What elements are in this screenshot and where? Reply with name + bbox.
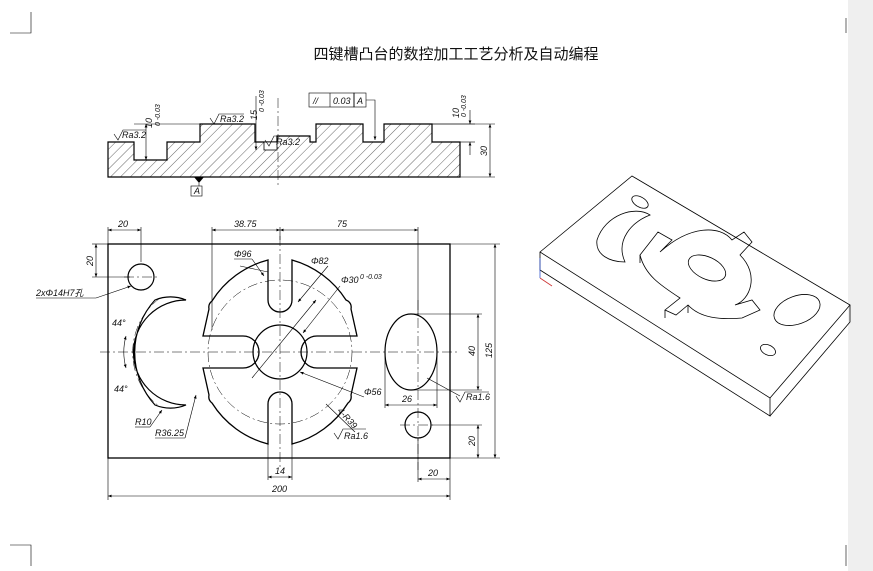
dim-38-75: 38.75: [234, 219, 258, 229]
roughness-left-label: Ra3.2: [122, 130, 146, 140]
svg-text:15: 15: [249, 109, 259, 120]
svg-text:0 -0.03: 0 -0.03: [461, 95, 468, 117]
roughness-boss-label: Ra1.6: [344, 431, 368, 441]
dim-20-right: 20: [467, 436, 477, 447]
dia-82-label: Φ82: [311, 256, 329, 266]
dim-20-left: 20: [85, 256, 95, 267]
hole-callout: 2xΦ14H7孔: [35, 288, 85, 298]
isometric-view: [539, 175, 851, 417]
r10-label: R10: [135, 417, 152, 427]
section-profile: [107, 123, 461, 178]
roughness-slot-label: Ra3.2: [276, 137, 300, 147]
r39-label: 4-R39: [336, 406, 360, 431]
svg-text:0 -0.03: 0 -0.03: [259, 90, 266, 112]
dia-30-label: Φ30: [341, 275, 359, 285]
dia-30-dev: 0 -0.03: [360, 274, 382, 281]
svg-text:40: 40: [467, 346, 477, 356]
roughness-top-label: Ra3.2: [220, 114, 244, 124]
dim-40: 40: [467, 346, 477, 356]
plate-outline: [107, 243, 451, 459]
tol-10-left-dev: 0 -0.03: [155, 104, 162, 126]
arc-slot: [132, 296, 187, 409]
pitch-circle: [207, 279, 353, 425]
svg-text:20: 20: [467, 436, 477, 447]
dia-96-label: Φ96: [234, 249, 252, 259]
svg-text:10: 10: [451, 108, 461, 118]
angle-44-top: 44°: [112, 318, 126, 328]
plan-view: 20 20 38.75 75 2xΦ14H7孔 44° 44° R10 R36.…: [35, 219, 500, 500]
tol-10-right-dev: 0 -0.03: [461, 95, 468, 117]
svg-text:30: 30: [479, 146, 489, 156]
dim-26: 26: [401, 394, 412, 404]
dia-56-label: Φ56: [364, 387, 382, 397]
tol-10-left: 10: [144, 118, 154, 128]
angle-44-bottom: 44°: [114, 384, 128, 394]
tol-15-dev: 0 -0.03: [259, 90, 266, 112]
page-title: 四键槽凸台的数控加工工艺分析及自动编程: [313, 45, 599, 63]
roughness-oval-label: Ra1.6: [466, 392, 490, 402]
parallel-datum: A: [356, 96, 363, 106]
svg-text:20: 20: [85, 256, 95, 267]
tol-10-right: 10: [451, 108, 461, 118]
dim-200: 200: [271, 484, 287, 494]
side-panel: [848, 0, 873, 571]
dim-20-top: 20: [117, 219, 128, 229]
section-view: A Ra3.2 Ra3.2 Ra3.2 10 0 -0.03 15 0 -0.0…: [107, 90, 495, 197]
dim-75: 75: [337, 219, 348, 229]
svg-text:0 -0.03: 0 -0.03: [155, 104, 162, 126]
page-corner-marks: [10, 12, 847, 566]
height-30: 30: [479, 146, 489, 156]
parallel-symbol: //: [312, 96, 320, 106]
dim-125: 125: [484, 342, 494, 358]
dim-14: 14: [275, 466, 285, 476]
datum-label: A: [193, 186, 200, 196]
svg-text:4-R39: 4-R39: [336, 406, 360, 431]
svg-text:125: 125: [484, 342, 494, 358]
dim-20-bottom: 20: [427, 468, 438, 478]
svg-text:10: 10: [144, 118, 154, 128]
r36-25-label: R36.25: [155, 428, 185, 438]
center-bore: [252, 324, 308, 380]
tol-15: 15: [249, 109, 259, 120]
parallel-value: 0.03: [333, 96, 351, 106]
